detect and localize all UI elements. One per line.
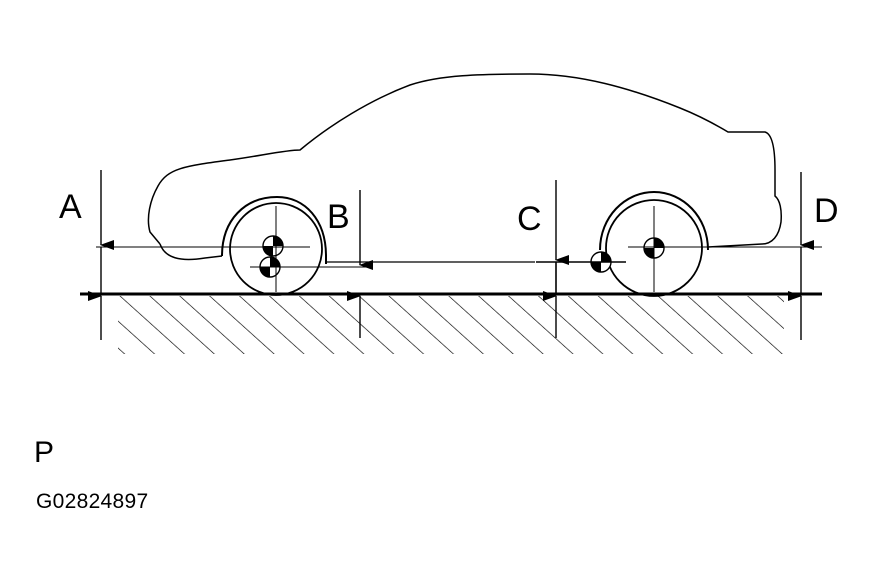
ground-hatch-mask-left [0, 296, 118, 354]
label-a: A [59, 188, 82, 226]
front-tire [229, 202, 323, 296]
label-d: D [814, 192, 839, 230]
figure-id: G02824897 [36, 490, 149, 513]
front-lower-target-mark [259, 256, 281, 278]
label-b: B [327, 198, 350, 236]
rear-tire [605, 199, 703, 297]
page-marker: P [34, 436, 55, 469]
car-front-bumper [159, 243, 223, 261]
rear-wheel-arch [599, 190, 709, 251]
ground-hatch [118, 296, 784, 354]
car-body-outline [147, 73, 782, 248]
front-axle-target-mark [262, 235, 284, 257]
front-wheel-arch [221, 195, 327, 264]
label-c: C [517, 200, 542, 238]
